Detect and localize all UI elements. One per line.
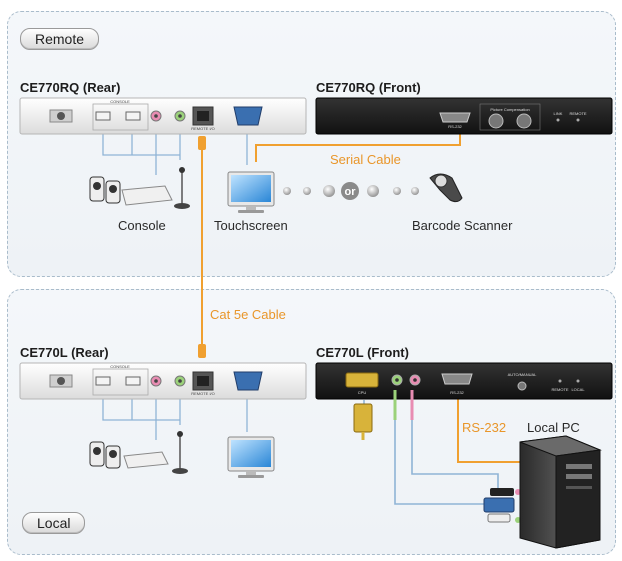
remote-front-remote-text: REMOTE: [569, 111, 586, 116]
local-keyboard: [123, 451, 169, 469]
connection-dots: or: [283, 182, 419, 200]
touchscreen-label: Touchscreen: [214, 218, 288, 233]
local-console-wiring: [102, 399, 248, 440]
remote-rear-title: CE770RQ (Rear): [20, 80, 121, 95]
remote-microphone: [174, 167, 190, 209]
remote-rear-remoteio-text: REMOTE I/O: [191, 126, 215, 131]
remote-front-rs232-text: RS-232: [448, 124, 462, 129]
local-speakers: [89, 441, 121, 469]
local-front-automanual-text: AUTO/MANUAL: [508, 372, 538, 377]
remote-keyboard: [121, 185, 173, 206]
ce770rq-front-unit: RS-232 Picture Compensation LINK REMOTE: [315, 97, 613, 135]
local-front-rs232-text: RS-232: [450, 390, 464, 395]
ce770l-rear-unit: CONSOLE REMOTE I/O: [19, 362, 307, 400]
remote-speakers: [89, 176, 121, 204]
local-section-label: Local: [22, 512, 86, 534]
cat5e-cable: [198, 136, 206, 358]
ce770l-front-unit: CPU RS-232 AUTO/MANUAL REMOTE LOCAL: [315, 362, 613, 400]
local-audio-plugs: [393, 390, 414, 420]
local-cpu-connector: [353, 403, 373, 440]
remote-front-title: CE770RQ (Front): [316, 80, 421, 95]
barcode-scanner: [429, 173, 463, 203]
local-front-cpu-text: CPU: [358, 390, 367, 395]
local-pc-label: Local PC: [527, 420, 580, 435]
remote-rear-console-text: CONSOLE: [110, 99, 130, 104]
serial-cable-label: Serial Cable: [330, 152, 401, 167]
rs232-cable: [457, 388, 525, 463]
remote-front-link-text: LINK: [554, 111, 563, 116]
local-front-remote-text: REMOTE: [551, 387, 568, 392]
remote-console-wiring: [102, 134, 248, 175]
pc-side-connectors: [483, 488, 521, 523]
console-label: Console: [118, 218, 166, 233]
remote-touchscreen: [227, 171, 275, 213]
remote-front-piccomp-text: Picture Compensation: [490, 107, 529, 112]
rs232-label: RS-232: [462, 420, 507, 435]
remote-section-label: Remote: [20, 28, 100, 50]
local-rear-console-text: CONSOLE: [110, 364, 130, 369]
or-text: or: [345, 186, 357, 198]
local-rear-title: CE770L (Rear): [20, 345, 109, 360]
local-pc-tower: [519, 435, 602, 549]
local-kvm-cable: [363, 388, 499, 505]
cat5e-cable-label: Cat 5e Cable: [210, 307, 286, 322]
local-microphone: [172, 431, 188, 474]
local-front-title: CE770L (Front): [316, 345, 409, 360]
barcode-scanner-label: Barcode Scanner: [412, 218, 513, 233]
ce770rq-rear-unit: CONSOLE REMOTE I/O: [19, 97, 307, 135]
local-front-local-text: LOCAL: [571, 387, 585, 392]
local-monitor: [227, 436, 275, 478]
local-panel: [7, 289, 616, 555]
local-rear-remoteio-text: REMOTE I/O: [191, 391, 215, 396]
